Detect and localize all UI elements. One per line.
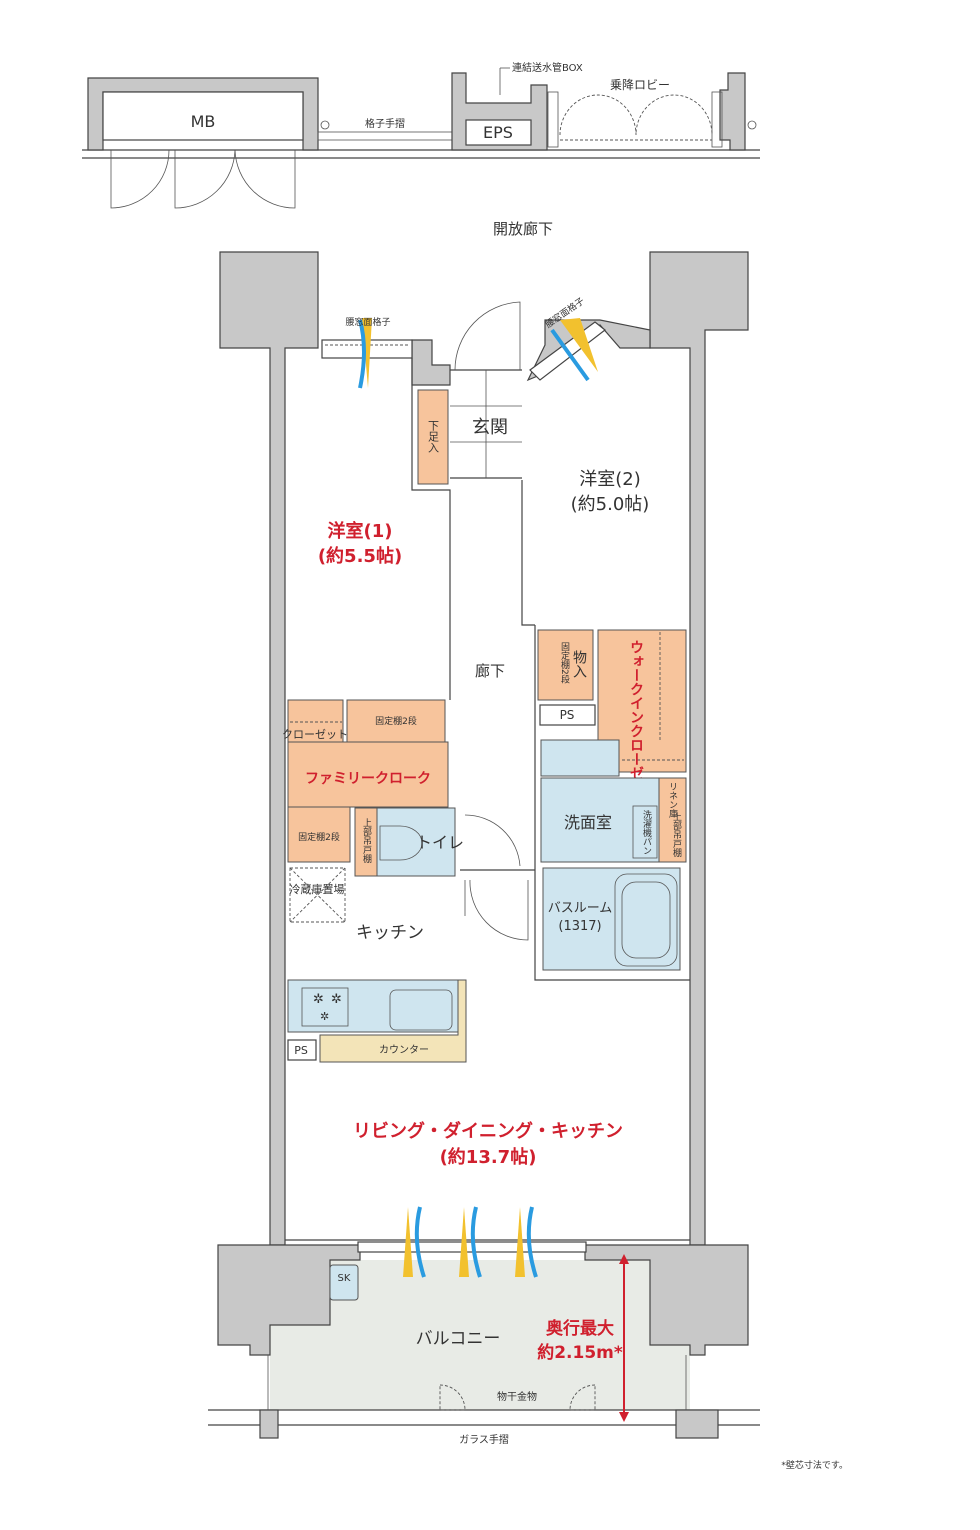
burner-icon: ✲ <box>313 992 324 1007</box>
storage <box>537 629 594 701</box>
footnote: *壁芯寸法です。 <box>781 1459 848 1471</box>
depth-arrow <box>619 1254 629 1422</box>
balcony-label: バルコニー <box>416 1329 501 1349</box>
stove-icon <box>301 987 349 1027</box>
ps-box-1 <box>539 704 596 726</box>
drying-hardware-label: 物干金物 <box>497 1390 537 1403</box>
entrance-door[interactable] <box>454 301 521 371</box>
washer-pan-label: 洗濯機パン <box>641 809 652 855</box>
upper-cabinet-label: 上部吊戸棚 <box>361 818 372 864</box>
toilet-door[interactable] <box>464 814 521 867</box>
elevator-doors <box>547 91 723 148</box>
linen-label: リネン庫 <box>667 782 678 819</box>
burner-icon: ✲ <box>331 992 342 1007</box>
hallway-label: 廊下 <box>475 662 505 680</box>
toilet-fixture <box>379 825 423 861</box>
ps-box-2 <box>287 1039 317 1061</box>
family-cloak-label: ファミリークローク <box>305 771 431 787</box>
fixed-shelf-a <box>346 699 446 743</box>
depth-value: 約2.15m* <box>537 1342 623 1363</box>
western-room-2-size: (約5.0帖) <box>571 494 650 515</box>
bathtub <box>614 873 678 967</box>
glass-handrail-label: ガラス手摺 <box>459 1433 509 1446</box>
bathroom-label: バスルーム <box>548 901 613 916</box>
kitchen-label: キッチン <box>356 923 424 943</box>
mb-label: MB <box>191 112 216 131</box>
western-room-1-size: (約5.5帖) <box>318 545 402 567</box>
ps-label-1: PS <box>560 708 575 722</box>
walk-in-closet-label: ウォークインクローゼット <box>628 640 644 808</box>
linen-cabinet <box>658 777 687 863</box>
counter-label: カウンター <box>379 1044 429 1056</box>
open-corridor-label: 開放廊下 <box>493 220 553 238</box>
bath-size-label: (1317) <box>558 919 601 934</box>
fixed-shelf-b <box>287 806 351 863</box>
mb-doors <box>110 149 296 209</box>
western-room-2-label: 洋室(2) <box>579 469 641 490</box>
storage-label: 物入 <box>571 650 587 678</box>
common-area: MB 格子手摺 EPS 連結送水管BOX 乗降ロビー 開放廊下 <box>82 61 760 238</box>
toilet-door-swing[interactable] <box>464 879 529 941</box>
kitchen-counter <box>287 979 459 1033</box>
washer-pan <box>632 805 658 859</box>
ps-label-2: PS <box>294 1044 308 1057</box>
toilet-label: トイレ <box>416 833 464 852</box>
partitions <box>411 301 690 981</box>
depth-label: 奥行最大 <box>546 1318 614 1339</box>
closet-label: クローゼット <box>282 728 348 741</box>
washroom-storage <box>540 739 620 777</box>
shoe-box <box>417 389 449 485</box>
sk-label: SK <box>338 1273 351 1284</box>
burner-icon: ✲ <box>320 1010 329 1023</box>
bathroom <box>542 867 681 971</box>
fixed-shelf-label-a: 固定棚2段 <box>375 715 417 727</box>
shoe-box-label: 下足入 <box>427 420 440 453</box>
upper-cabinet-label-2: 上部吊戸棚 <box>671 812 682 858</box>
western-room-1-label: 洋室(1) <box>328 520 393 542</box>
ventilation-icons <box>403 1206 538 1278</box>
ldk-size: (約13.7帖) <box>440 1146 537 1168</box>
counter <box>319 979 467 1063</box>
fixed-shelf-label-b: 固定棚2段 <box>298 831 340 843</box>
family-cloak <box>287 741 449 808</box>
fridge-space <box>289 867 346 923</box>
storage-shelf-label: 固定棚2段 <box>559 642 570 685</box>
window-grille-label-1: 腰窓面格子 <box>345 316 390 328</box>
entrance-label: 玄関 <box>472 417 508 438</box>
window-top-left: 腰窓面格子 <box>321 316 413 389</box>
slop-sink <box>329 1264 359 1301</box>
fridge-label: 冷蔵庫置場 <box>290 882 345 896</box>
washroom-label: 洗面室 <box>564 813 612 832</box>
standpipe-box-label: 連結送水管BOX <box>512 61 583 74</box>
sink-icon <box>389 989 453 1031</box>
ldk-label: リビング・ダイニング・キッチン <box>353 1120 623 1142</box>
washroom <box>540 777 660 863</box>
grid-handrail-label: 格子手摺 <box>365 117 405 130</box>
eps-label: EPS <box>483 123 513 142</box>
elevator-lobby-label: 乗降ロビー <box>610 78 670 92</box>
